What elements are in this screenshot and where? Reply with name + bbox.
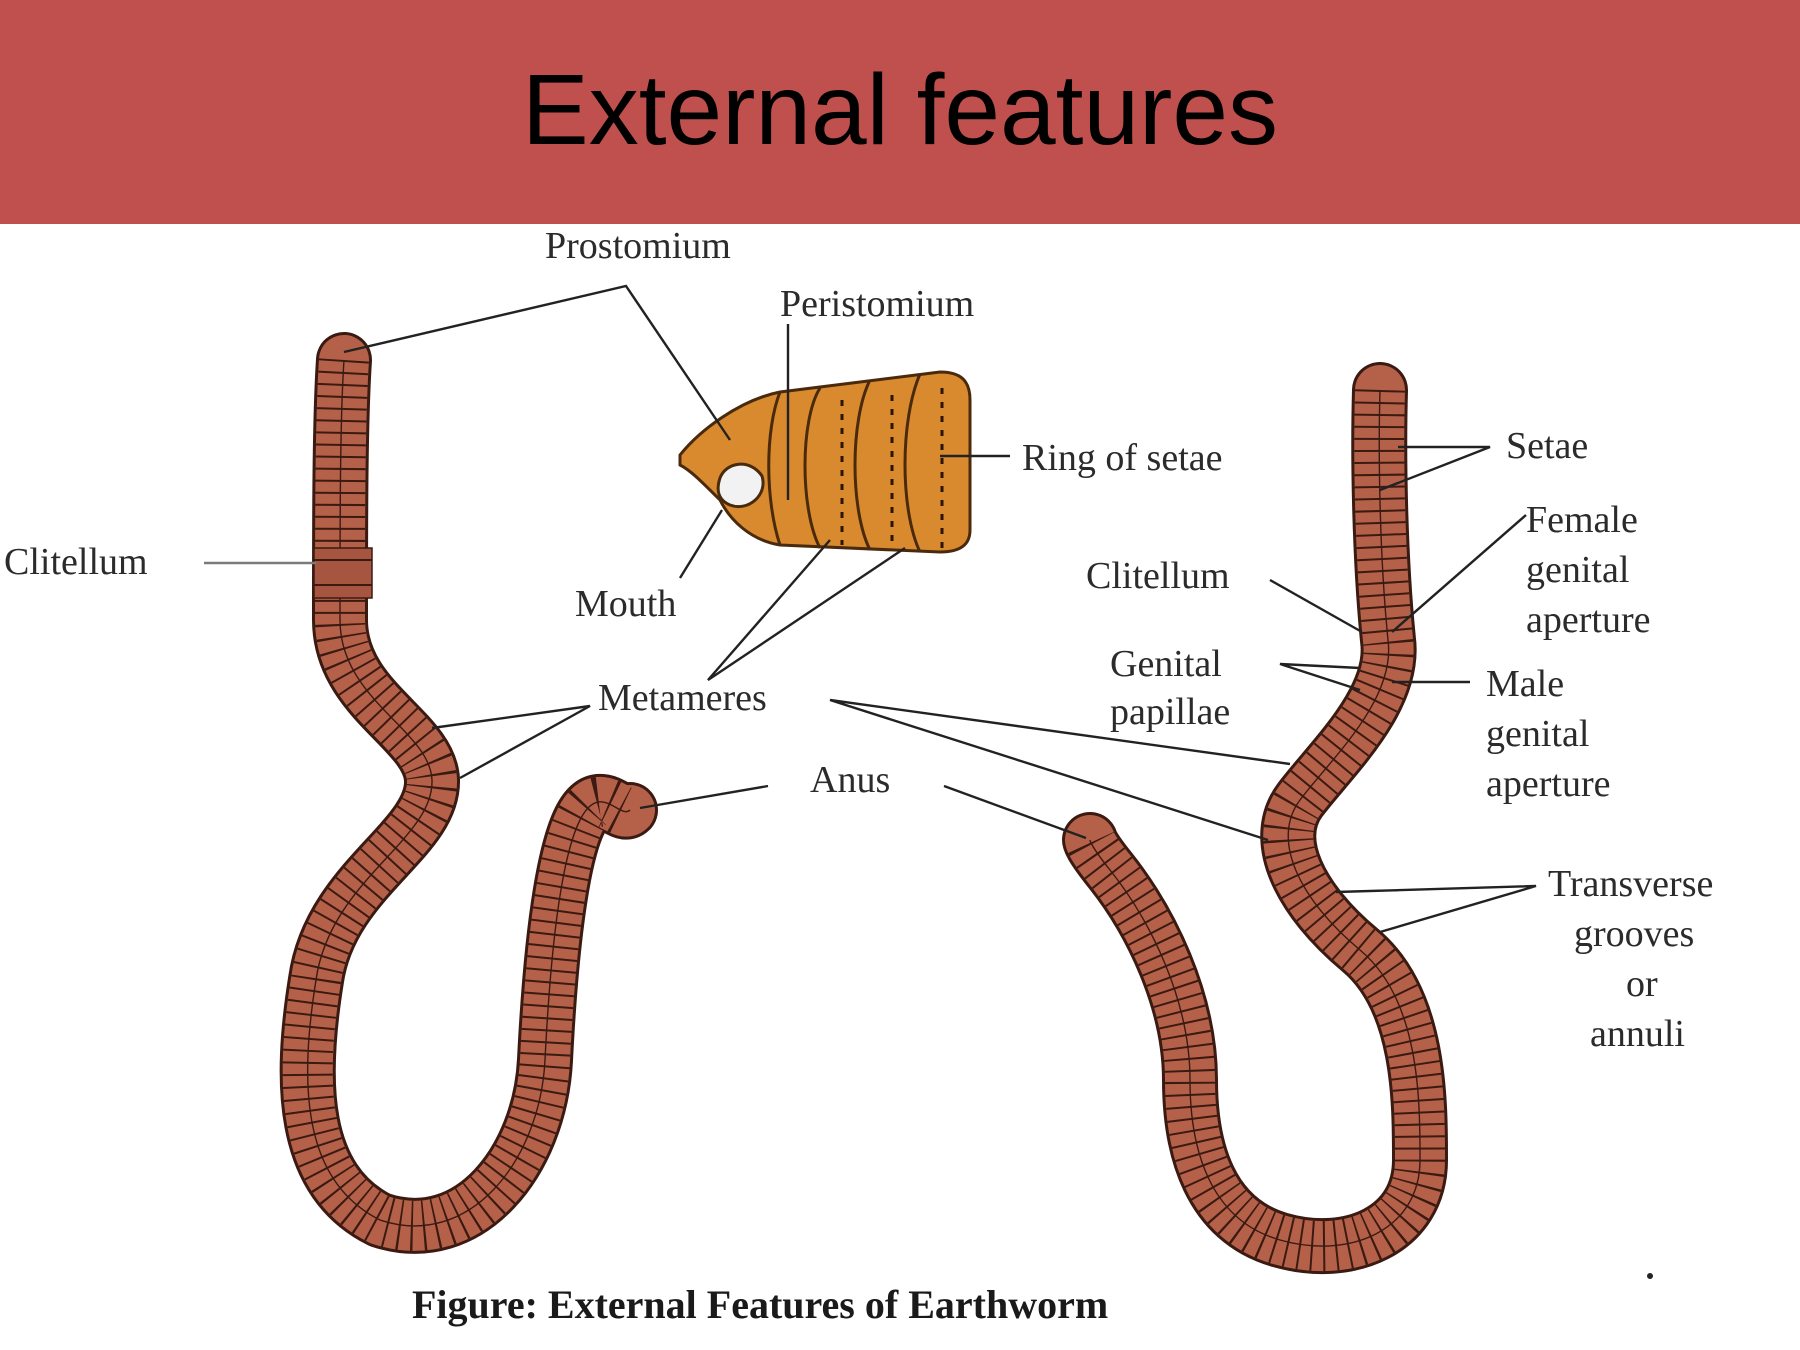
- label-peristomium: Peristomium: [780, 283, 974, 325]
- label-male-genital-aperture-2: genital: [1486, 713, 1589, 755]
- label-female-genital-aperture-1: Female: [1526, 499, 1638, 541]
- stray-dot: [1647, 1273, 1653, 1279]
- label-anus: Anus: [810, 759, 890, 801]
- leader-metameres-head: [708, 540, 905, 680]
- leader-anus-left: [640, 786, 768, 808]
- label-transverse-grooves-3: or: [1626, 963, 1658, 1005]
- label-mouth: Mouth: [575, 583, 676, 625]
- label-metameres: Metameres: [598, 677, 767, 719]
- label-female-genital-aperture-3: aperture: [1526, 599, 1650, 641]
- label-clitellum-left: Clitellum: [4, 541, 148, 583]
- label-male-genital-aperture-1: Male: [1486, 663, 1564, 705]
- label-prostomium: Prostomium: [545, 225, 731, 267]
- leader-mouth: [680, 510, 722, 578]
- label-transverse-grooves-2: grooves: [1574, 913, 1694, 955]
- left-worm: [308, 360, 630, 1226]
- label-transverse-grooves-1: Transverse: [1548, 863, 1713, 905]
- label-genital-papillae-1: Genital: [1110, 643, 1222, 685]
- label-setae: Setae: [1506, 425, 1588, 467]
- label-transverse-grooves-4: annuli: [1590, 1013, 1685, 1055]
- label-female-genital-aperture-2: genital: [1526, 549, 1629, 591]
- leader-genital-papillae: [1280, 664, 1360, 690]
- figure-caption: Figure: External Features of Earthworm: [412, 1282, 1108, 1327]
- right-worm: [1090, 390, 1420, 1246]
- leader-anus-right: [944, 786, 1086, 838]
- head-closeup: [680, 372, 970, 552]
- leader-prostomium: [344, 286, 730, 440]
- leader-clitellum-right: [1270, 580, 1362, 632]
- label-clitellum-right: Clitellum: [1086, 555, 1230, 597]
- label-genital-papillae-2: papillae: [1110, 691, 1230, 733]
- label-male-genital-aperture-3: aperture: [1486, 763, 1610, 805]
- leader-female-genital-aperture: [1392, 515, 1526, 632]
- label-ring-of-setae: Ring of setae: [1022, 437, 1223, 479]
